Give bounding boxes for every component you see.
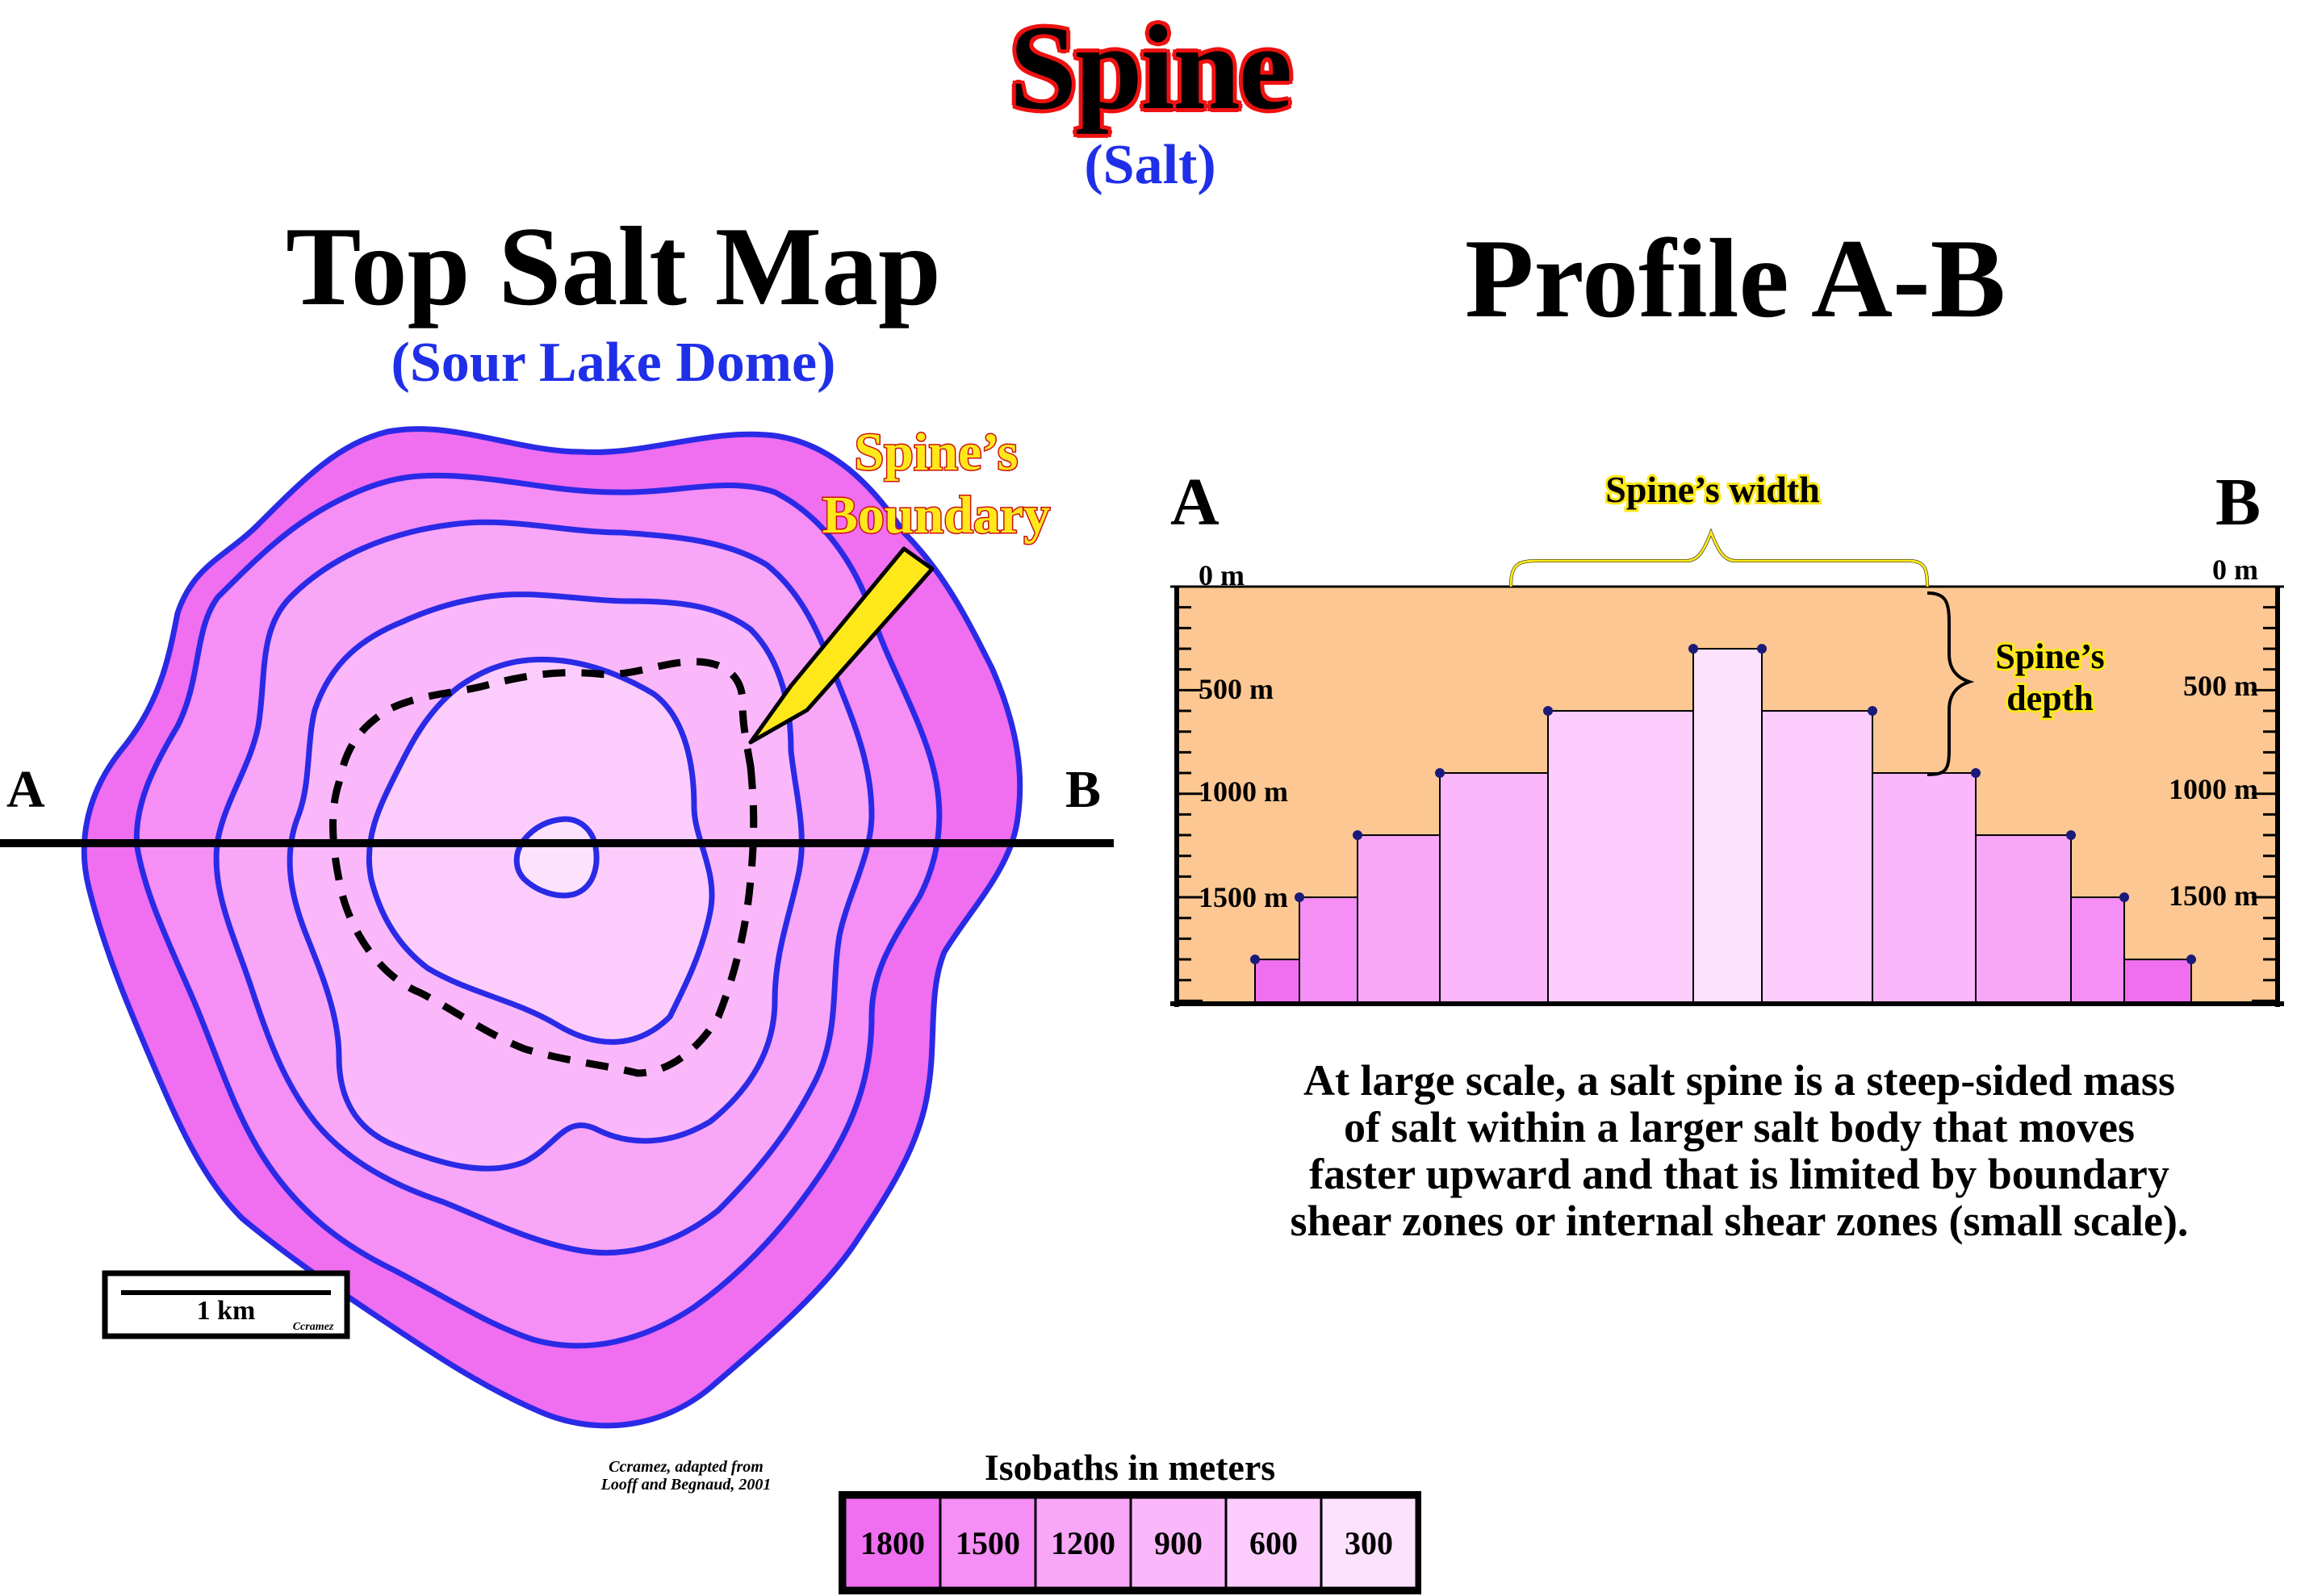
depth-left-0: 0 m <box>1199 559 1245 591</box>
profile-step-1800 <box>2123 959 2192 1005</box>
profile-step-1200 <box>1357 834 1441 1005</box>
legend-swatch-1800 <box>843 1496 942 1590</box>
vertex-dot <box>1353 830 1362 841</box>
legend-label-600: 600 <box>1249 1525 1298 1561</box>
profile-step-600 <box>1761 710 1873 1005</box>
spine-width-brace-glow <box>1509 529 1929 587</box>
legend-swatch-1500 <box>939 1496 1037 1590</box>
profile-step-1500 <box>2070 896 2125 1005</box>
legend-swatch-600 <box>1224 1496 1323 1590</box>
profile-label-a: A <box>1170 465 1220 540</box>
depth-left-1000: 1000 m <box>1199 775 1288 808</box>
depth-right-1500: 1500 m <box>2169 879 2258 912</box>
main-title: Spine <box>1009 1 1293 135</box>
vertex-dot <box>1250 955 1260 965</box>
vertex-dot <box>2119 892 2129 903</box>
vertex-dot <box>1868 706 1877 717</box>
axis-ticks <box>1177 585 2278 1002</box>
scale-credit: Ccramez <box>293 1321 334 1333</box>
legend-label-1500: 1500 <box>956 1525 1020 1561</box>
credit-line-1: Ccramez, adapted from <box>609 1458 764 1476</box>
depth-right-1000: 1000 m <box>2169 773 2258 805</box>
vertex-dot <box>1971 768 1981 779</box>
legend-label-900: 900 <box>1154 1525 1203 1561</box>
boundary-label-line2: Boundary <box>822 486 1050 545</box>
vertex-dot <box>2186 955 2196 965</box>
spine-width-label: Spine’s width <box>1605 469 1819 510</box>
profile-step-1500 <box>1299 896 1358 1005</box>
boundary-arrow <box>748 546 935 745</box>
profile-step-1800 <box>1254 959 1300 1005</box>
profile-label-b: B <box>2215 465 2261 540</box>
legend-frame <box>839 1491 1421 1594</box>
map-credit: Ccramez, adapted from Looff and Begnaud,… <box>565 1458 807 1494</box>
spine-depth-label-line1: Spine’s <box>1995 637 2104 676</box>
profile-step-600 <box>1547 710 1694 1005</box>
profile-step-300 <box>1692 648 1763 1005</box>
vertex-dot <box>1435 768 1445 779</box>
depth-right-0: 0 m <box>2212 554 2258 586</box>
main-subtitle: (Salt) <box>1084 134 1216 196</box>
top-salt-map <box>81 426 1023 1429</box>
legend-label-300: 300 <box>1345 1525 1393 1561</box>
profile-step-900 <box>1439 772 1549 1005</box>
spine-boundary-line <box>329 658 758 1077</box>
map-title: Top Salt Map <box>286 204 941 329</box>
description-line-4: shear zones or internal shear zones (sma… <box>1290 1197 2189 1245</box>
legend-cells: 1800 1500 1200 900 600 300 <box>843 1496 1418 1590</box>
profile-section <box>1170 585 2284 1007</box>
spine-depth-brace <box>1927 591 1975 776</box>
legend-title: Isobaths in meters <box>984 1447 1276 1488</box>
vertex-dot <box>2066 830 2076 841</box>
description: At large scale, a salt spine is a steep-… <box>1194 1057 2284 1244</box>
depth-left-1500: 1500 m <box>1199 881 1288 913</box>
credit-line-2: Looff and Begnaud, 2001 <box>600 1476 772 1494</box>
profile-steps <box>1250 644 2196 1005</box>
map-label-a: A <box>6 760 45 819</box>
description-line-1: At large scale, a salt spine is a steep-… <box>1303 1056 2175 1105</box>
profile-step-900 <box>1872 772 1977 1005</box>
legend-label-1200: 1200 <box>1051 1525 1115 1561</box>
scale-box <box>102 1270 350 1339</box>
description-line-3: faster upward and that is limited by bou… <box>1309 1150 2169 1198</box>
description-line-2: of salt within a larger salt body that m… <box>1344 1103 2135 1151</box>
depth-left-500: 500 m <box>1199 673 1274 705</box>
depth-right-500: 500 m <box>2183 670 2258 702</box>
map-label-b: B <box>1065 760 1101 819</box>
scale-label: 1 km <box>197 1296 256 1326</box>
boundary-label-line1: Spine’s <box>855 423 1019 482</box>
vertex-dot <box>1295 892 1304 903</box>
vertex-dot <box>1543 706 1553 717</box>
profile-step-1200 <box>1975 834 2072 1005</box>
legend-swatch-300 <box>1320 1496 1418 1590</box>
legend-swatch-1200 <box>1034 1496 1132 1590</box>
isobath-legend: 1800 1500 1200 900 600 300 <box>839 1491 1421 1594</box>
legend-label-1800: 1800 <box>860 1525 925 1561</box>
spine-depth-label-line2: depth <box>2006 679 2094 718</box>
vertex-dot <box>1757 644 1767 654</box>
profile-title: Profile A-B <box>1464 216 2006 341</box>
map-subtitle: (Sour Lake Dome) <box>391 332 836 394</box>
vertex-dot <box>1688 644 1698 654</box>
